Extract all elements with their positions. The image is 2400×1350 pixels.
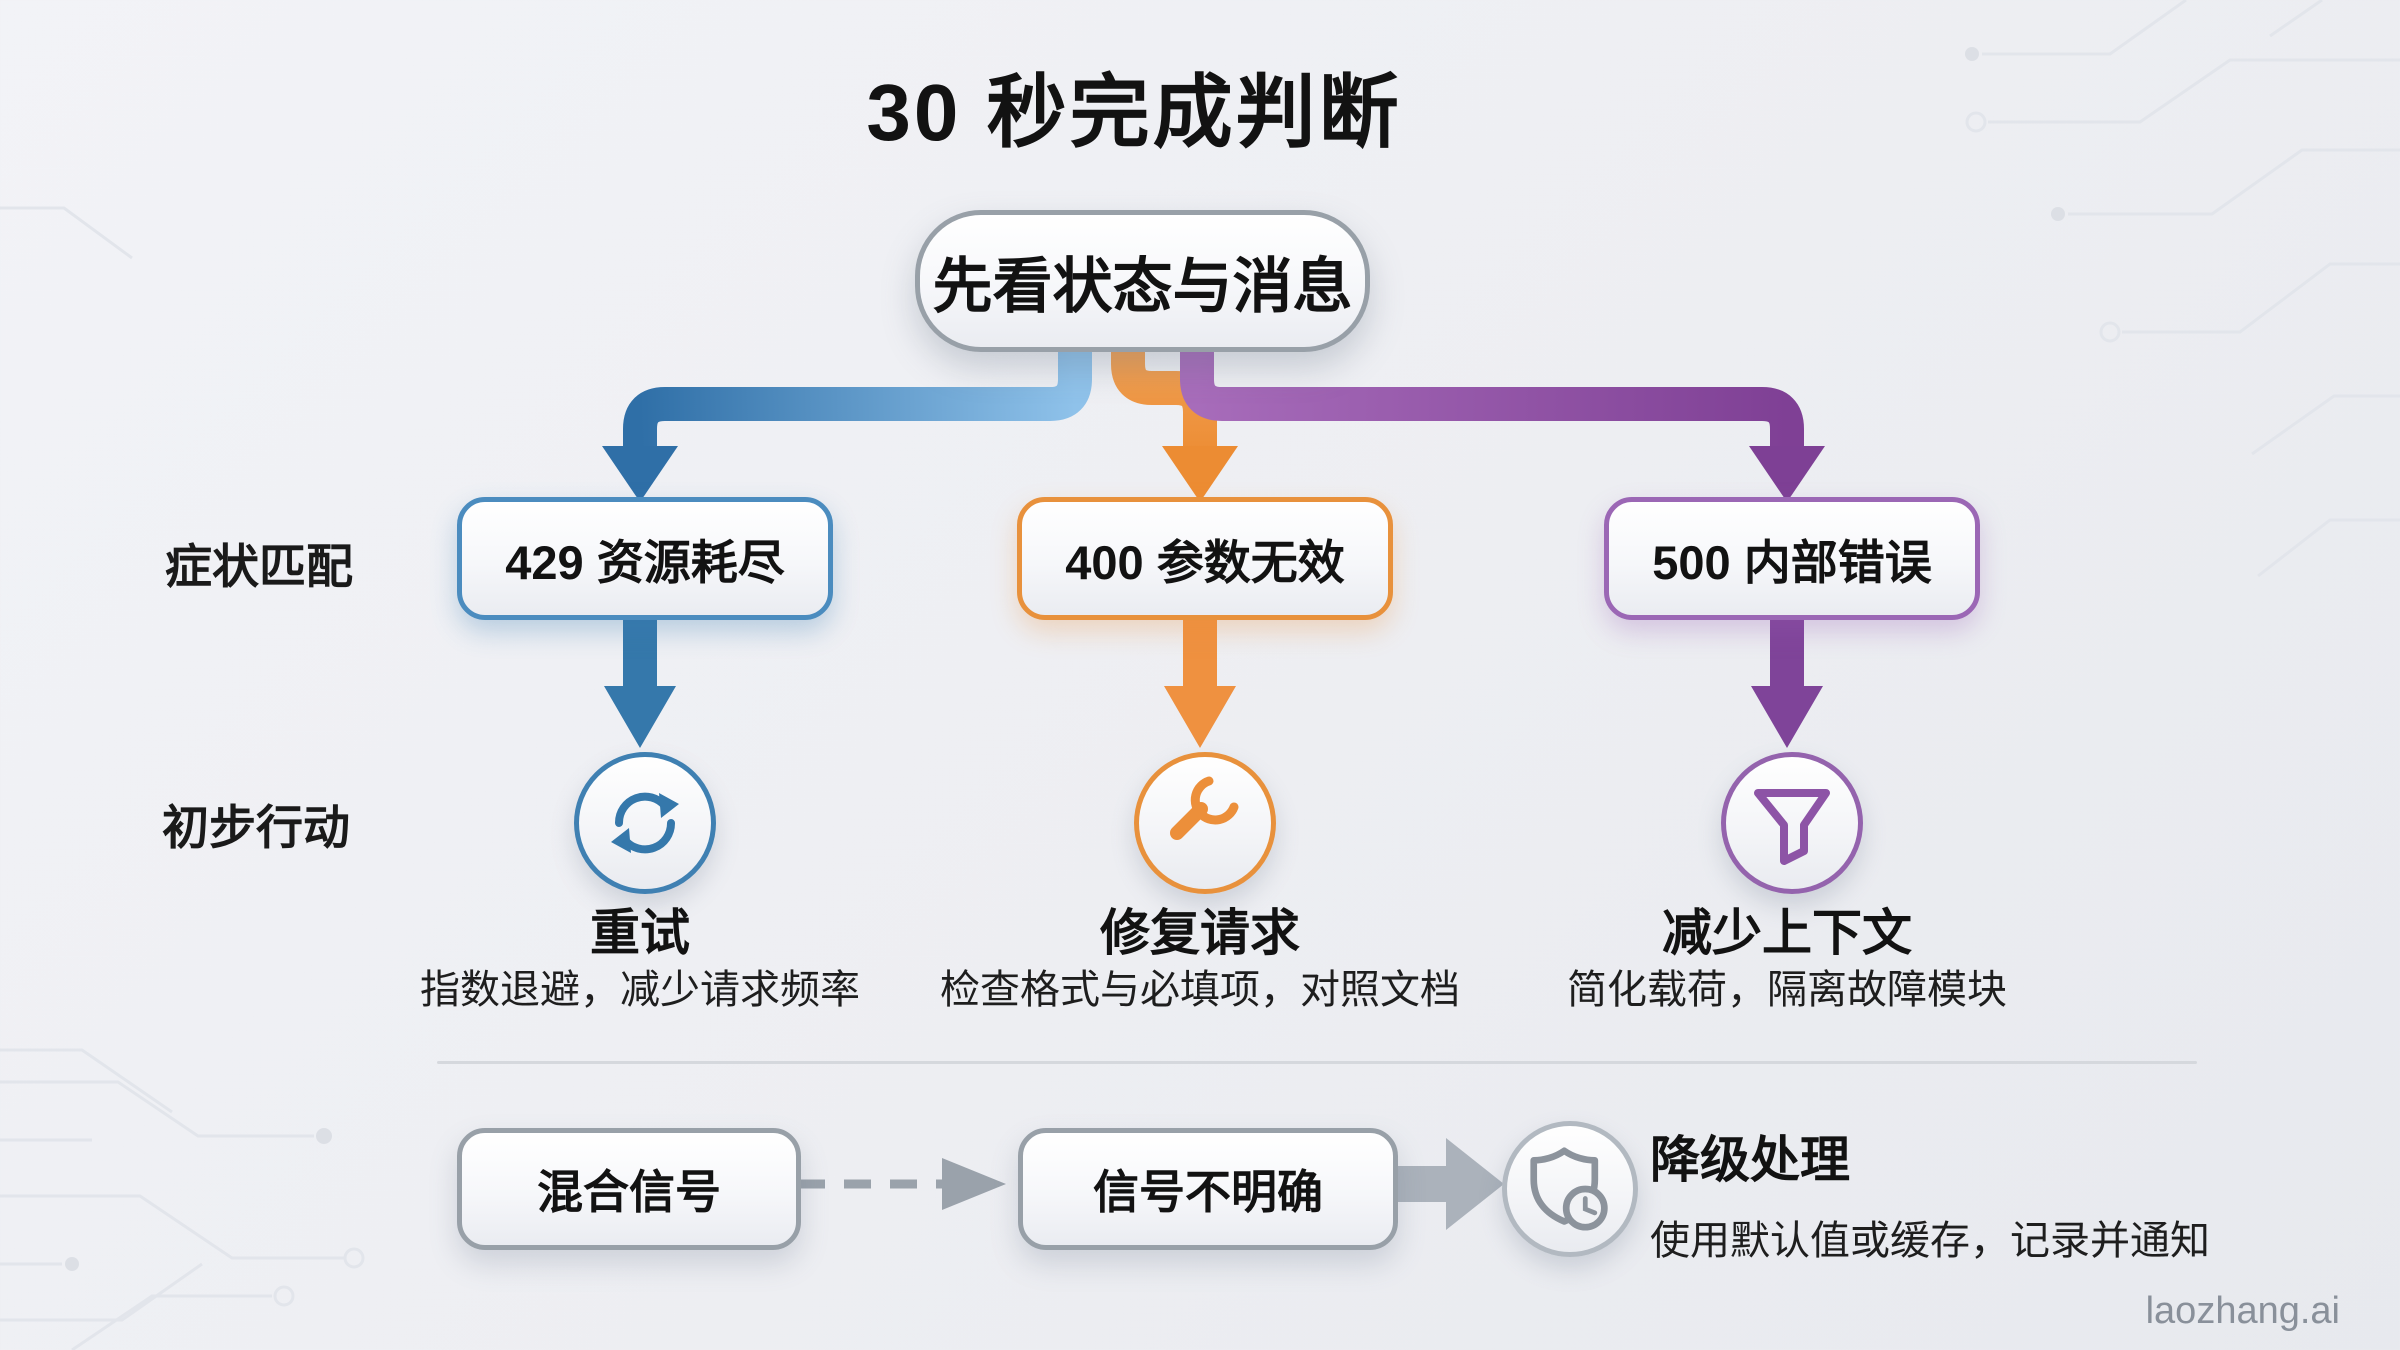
root-node: 先看状态与消息 [915, 210, 1370, 352]
fallback-node-mixed-signal: 混合信号 [457, 1128, 801, 1250]
page-title: 30 秒完成判断 [866, 68, 1402, 157]
action-circle-reduce [1721, 752, 1863, 894]
fallback-circle-degrade [1502, 1121, 1638, 1257]
fallback-result: 降级处理 使用默认值或缓存，记录并通知 [1650, 1120, 2400, 1266]
wrench-icon [1170, 776, 1239, 840]
action-title-reduce: 减少上下文 [1662, 905, 1912, 961]
action-desc-fix: 检查格式与必填项，对照文档 [940, 968, 1460, 1012]
fallback-node-unclear-signal: 信号不明确 [1018, 1128, 1398, 1250]
refresh-icon [611, 792, 679, 854]
fallback-result-title: 降级处理 [1650, 1132, 1850, 1188]
action-desc-reduce: 简化载荷，隔离故障模块 [1567, 968, 2007, 1012]
row-label-action: 初步行动 [162, 801, 350, 854]
row-label-symptom: 症状匹配 [165, 540, 353, 593]
shield-clock-icon [1530, 1147, 1608, 1231]
action-title-retry: 重试 [590, 905, 690, 961]
unclear-signal-label: 信号不明确 [1093, 1166, 1323, 1218]
connector-blue [623, 320, 1092, 450]
symptom-node-429: 429 资源耗尽 [457, 497, 833, 620]
arrowhead-blue [602, 446, 678, 502]
action-circle-retry [574, 752, 716, 894]
symptom-429-label: 429 资源耗尽 [505, 536, 785, 589]
section-divider [437, 1061, 2197, 1064]
action-circle-fix [1134, 752, 1276, 894]
arrowhead-purple [1749, 446, 1825, 502]
symptom-400-label: 400 参数无效 [1065, 536, 1345, 589]
fallback-result-desc: 使用默认值或缓存，记录并通知 [1650, 1219, 2210, 1263]
action-title-fix: 修复请求 [1100, 905, 1300, 961]
solid-arrowhead [1446, 1138, 1504, 1230]
action-desc-retry: 指数退避，减少请求频率 [420, 968, 860, 1012]
mixed-signal-label: 混合信号 [537, 1166, 721, 1218]
arrowhead-orange [1162, 446, 1238, 502]
symptom-node-400: 400 参数无效 [1017, 497, 1393, 620]
connector-purple [1180, 320, 1804, 450]
symptom-500-label: 500 内部错误 [1652, 536, 1932, 589]
symptom-node-500: 500 内部错误 [1604, 497, 1980, 620]
funnel-icon [1754, 789, 1830, 865]
root-node-label: 先看状态与消息 [932, 252, 1353, 320]
watermark: laozhang.ai [2145, 1290, 2340, 1332]
dashed-arrowhead [942, 1158, 1006, 1210]
